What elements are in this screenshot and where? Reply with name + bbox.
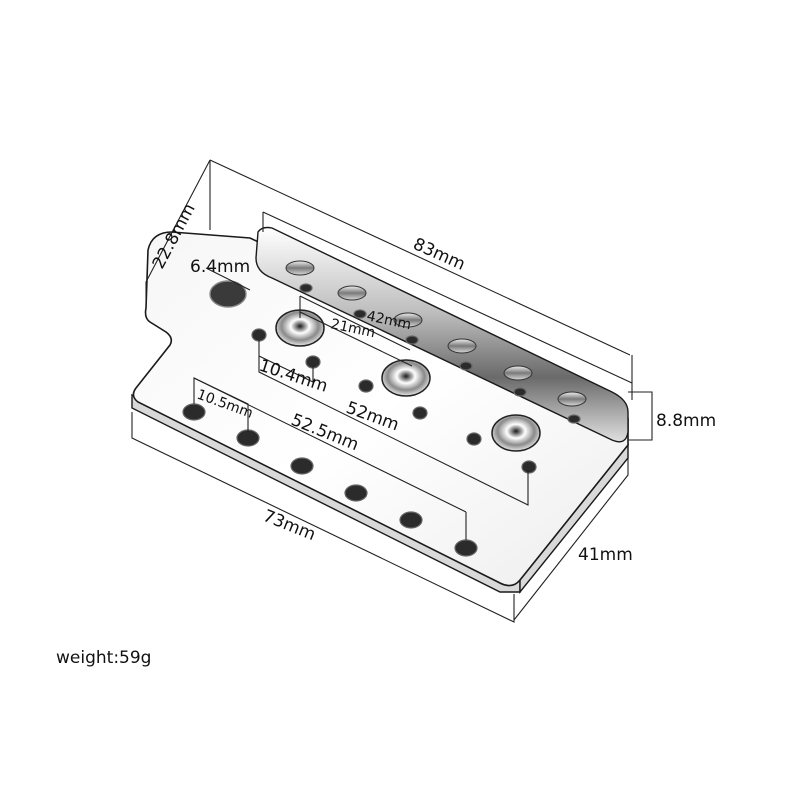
- label-6-4mm: 6.4mm: [190, 257, 250, 277]
- saddle-hole-1: [299, 283, 313, 293]
- label-83mm: 83mm: [410, 234, 468, 275]
- dim-line-83: [262, 211, 633, 384]
- saddle-3: [393, 312, 423, 328]
- large-mount-hole: [209, 280, 247, 308]
- weight-label: weight:59g: [56, 648, 152, 668]
- small-hole-e: [466, 432, 482, 446]
- saddle-hole-2: [353, 309, 367, 319]
- small-hole-a: [251, 328, 267, 342]
- string-hole-4: [344, 484, 368, 502]
- saddle-wall: [255, 226, 629, 443]
- dim-line-52: [258, 356, 529, 506]
- countersink-3: [491, 414, 541, 452]
- plate-holes: [182, 280, 541, 557]
- countersink-2: [381, 359, 431, 397]
- dim-line-8-8: [628, 391, 653, 441]
- label-73mm: 73mm: [260, 506, 318, 545]
- string-hole-6: [454, 539, 478, 557]
- saddle-hole-6: [567, 414, 581, 424]
- dim-line-73: [131, 412, 515, 623]
- saddle-5: [503, 365, 533, 381]
- dim-line-height-top: [209, 159, 631, 356]
- dim-line-height: [145, 159, 211, 300]
- small-hole-f: [521, 460, 537, 474]
- dimension-lines: [131, 159, 653, 623]
- dim-line-52-5: [193, 377, 467, 513]
- small-hole-d: [412, 406, 428, 420]
- dim-line-42: [299, 295, 411, 351]
- saddle-4: [447, 338, 477, 354]
- saddle-2: [337, 285, 367, 301]
- saddle-1: [285, 260, 315, 276]
- saddle-row: [285, 260, 587, 424]
- saddle-hole-5: [513, 387, 527, 397]
- label-8-8mm: 8.8mm: [656, 411, 716, 431]
- string-hole-5: [399, 511, 423, 529]
- dim-line-10-4: [258, 340, 314, 383]
- dim-line-41: [513, 458, 629, 621]
- dim-line-6-4: [205, 267, 251, 291]
- wall-body: [255, 226, 629, 443]
- saddle-hole-4: [459, 361, 473, 371]
- dim-line-21: [299, 311, 413, 367]
- string-hole-3: [290, 457, 314, 475]
- small-hole-c: [358, 379, 374, 393]
- label-41mm: 41mm: [578, 545, 633, 565]
- saddle-6: [557, 391, 587, 407]
- string-hole-2: [236, 429, 260, 447]
- string-hole-1: [182, 403, 206, 421]
- saddle-hole-3: [405, 335, 419, 345]
